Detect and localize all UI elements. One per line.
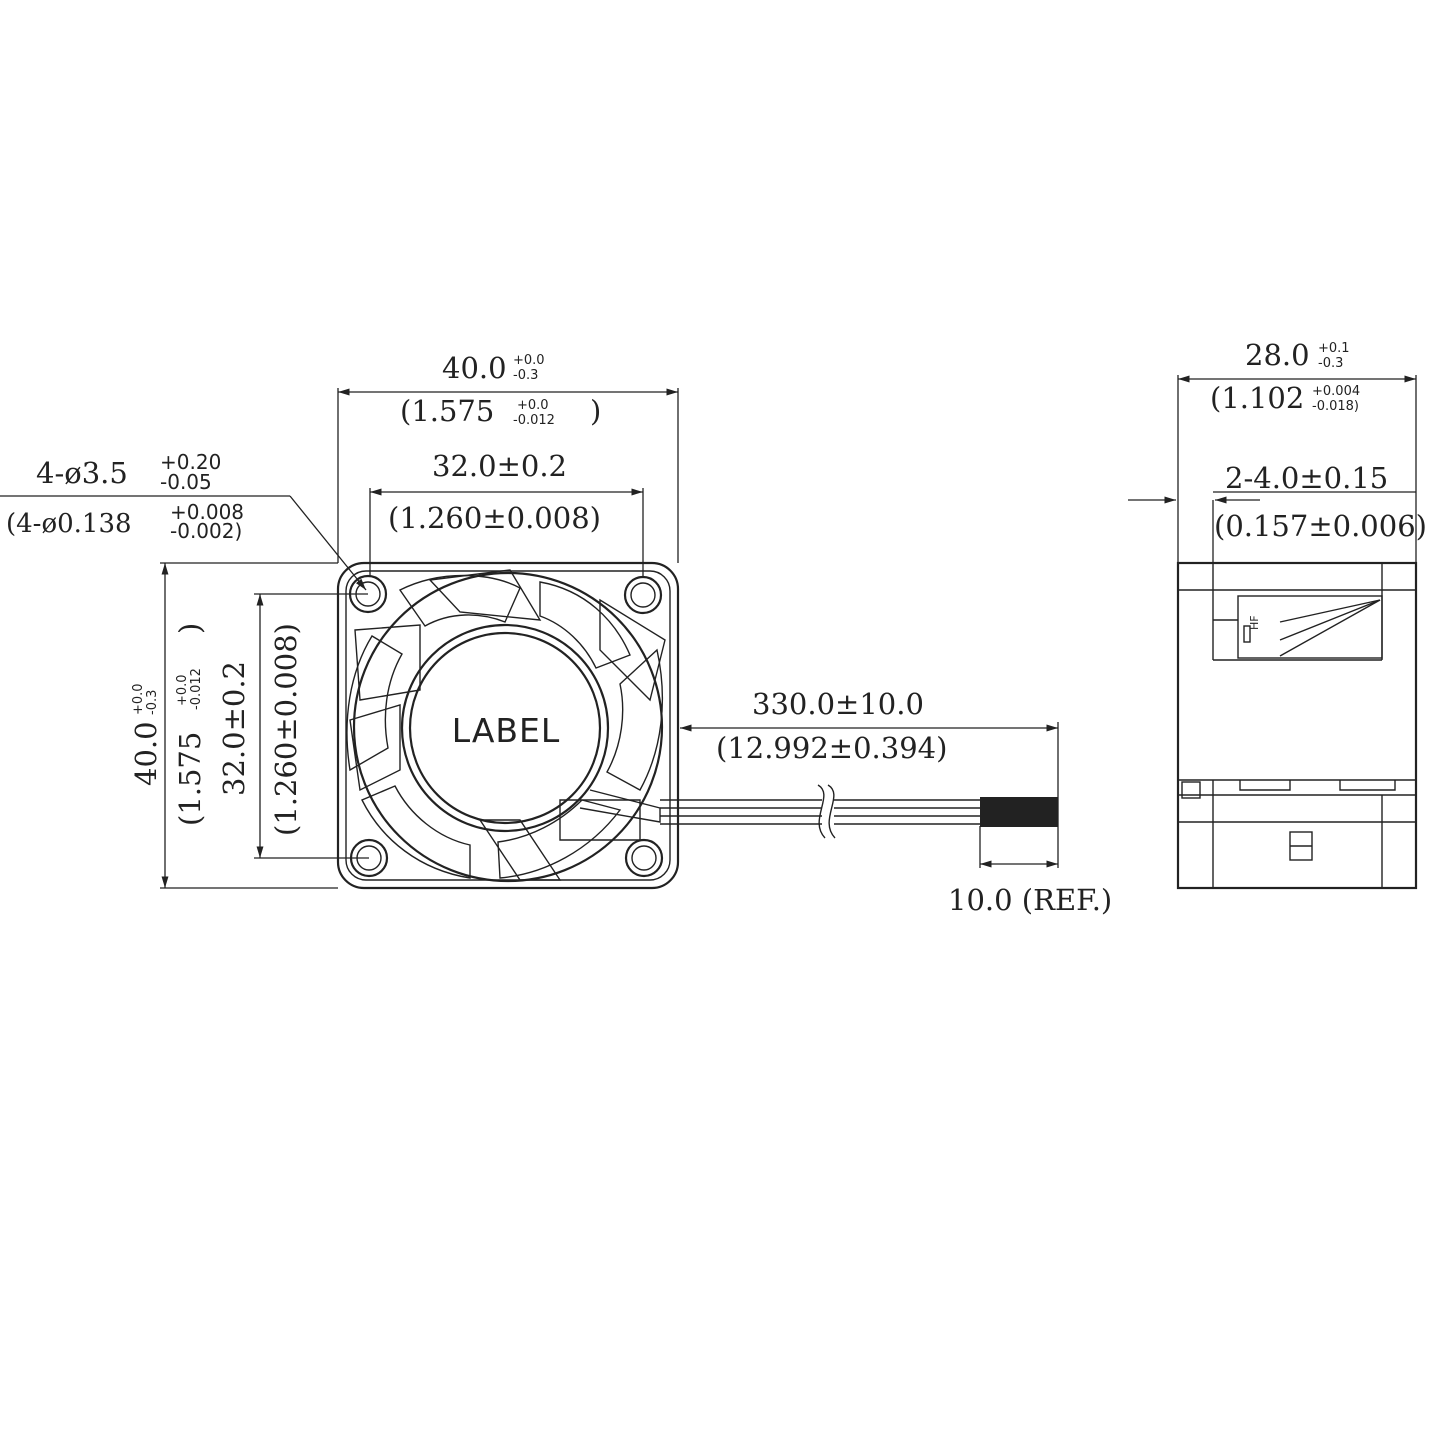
- cable-break-icon: [817, 784, 826, 839]
- side-label-plate: [1237, 595, 1383, 659]
- hub-label: LABEL: [452, 711, 561, 750]
- dim-depth: [1177, 375, 1417, 563]
- fan-blades: [346, 569, 666, 881]
- cable-guide: [579, 789, 661, 823]
- strip-length-label: 10.0 (REF.): [948, 883, 1112, 917]
- hub-inner: [408, 631, 602, 825]
- side-view: HF: [1176, 561, 1418, 890]
- width-mm-label: 40.0: [442, 351, 507, 385]
- dim-height: [160, 562, 338, 889]
- width-in-tol-plus: +0.0: [517, 398, 549, 413]
- flange-mm-label: 2-4.0±0.15: [1225, 461, 1388, 495]
- height-in-close: ): [173, 623, 207, 634]
- stripped-wire-ends: [980, 797, 1058, 827]
- height-tol-plus: +0.0: [131, 683, 146, 715]
- height-mm-label: 40.0: [129, 721, 163, 786]
- hole-tol-plus: +0.20: [160, 450, 221, 474]
- depth-in-label: (1.102: [1210, 381, 1304, 415]
- cable-length-in: (12.992±0.394): [716, 731, 947, 765]
- v-pitch-mm-label: 32.0±0.2: [217, 661, 251, 796]
- flange-in-label: (0.157±0.006): [1214, 509, 1427, 543]
- hole-in-tol-plus: +0.008: [170, 500, 244, 524]
- hole-callout-in: (4-ø0.138: [6, 509, 132, 539]
- width-in-label: (1.575: [400, 394, 494, 428]
- rating-mark: HF: [1248, 615, 1261, 630]
- hole-callout-leader: [0, 495, 367, 591]
- side-connector-icon: [1243, 625, 1251, 643]
- width-in-close: ): [590, 394, 601, 428]
- height-in-tol-minus: -0.012: [189, 668, 204, 710]
- width-in-tol-minus: -0.012: [513, 413, 555, 428]
- width-tol-minus: -0.3: [513, 368, 538, 383]
- depth-tol-minus: -0.3: [1318, 356, 1343, 371]
- cable-length-mm: 330.0±10.0: [752, 687, 924, 721]
- dim-v-pitch: [254, 593, 369, 859]
- venturi-ring: [352, 571, 664, 883]
- hub-outer: [400, 623, 610, 833]
- hole-pitch-in-label: (1.260±0.008): [388, 501, 601, 535]
- depth-tol-plus: +0.1: [1318, 341, 1350, 356]
- mounting-holes: [348, 574, 664, 878]
- cable: [660, 784, 1058, 839]
- front-view: LABEL: [336, 561, 680, 890]
- height-in-tol-plus: +0.0: [175, 674, 190, 706]
- dim-cable-length: [680, 722, 1059, 868]
- side-body: [1176, 561, 1418, 890]
- v-pitch-in-label: (1.260±0.008): [269, 623, 303, 836]
- depth-in-tol-plus: +0.004: [1312, 384, 1360, 399]
- hole-in-tol-minus: -0.002): [170, 519, 242, 543]
- dim-strip-length: [979, 826, 1058, 868]
- depth-mm-label: 28.0: [1245, 338, 1310, 372]
- dim-flange: [1128, 491, 1416, 563]
- hole-tol-minus: -0.05: [160, 470, 212, 494]
- fan-frame: [336, 561, 680, 890]
- height-in-label: (1.575: [173, 732, 207, 826]
- dim-hole-pitch: [369, 488, 644, 576]
- dim-width: [337, 388, 679, 563]
- height-tol-minus: -0.3: [145, 690, 160, 715]
- hole-callout-mm: 4-ø3.5: [36, 456, 128, 490]
- hole-pitch-mm-label: 32.0±0.2: [432, 449, 567, 483]
- width-tol-plus: +0.0: [513, 353, 545, 368]
- depth-in-tol-minus: -0.018): [1312, 399, 1359, 414]
